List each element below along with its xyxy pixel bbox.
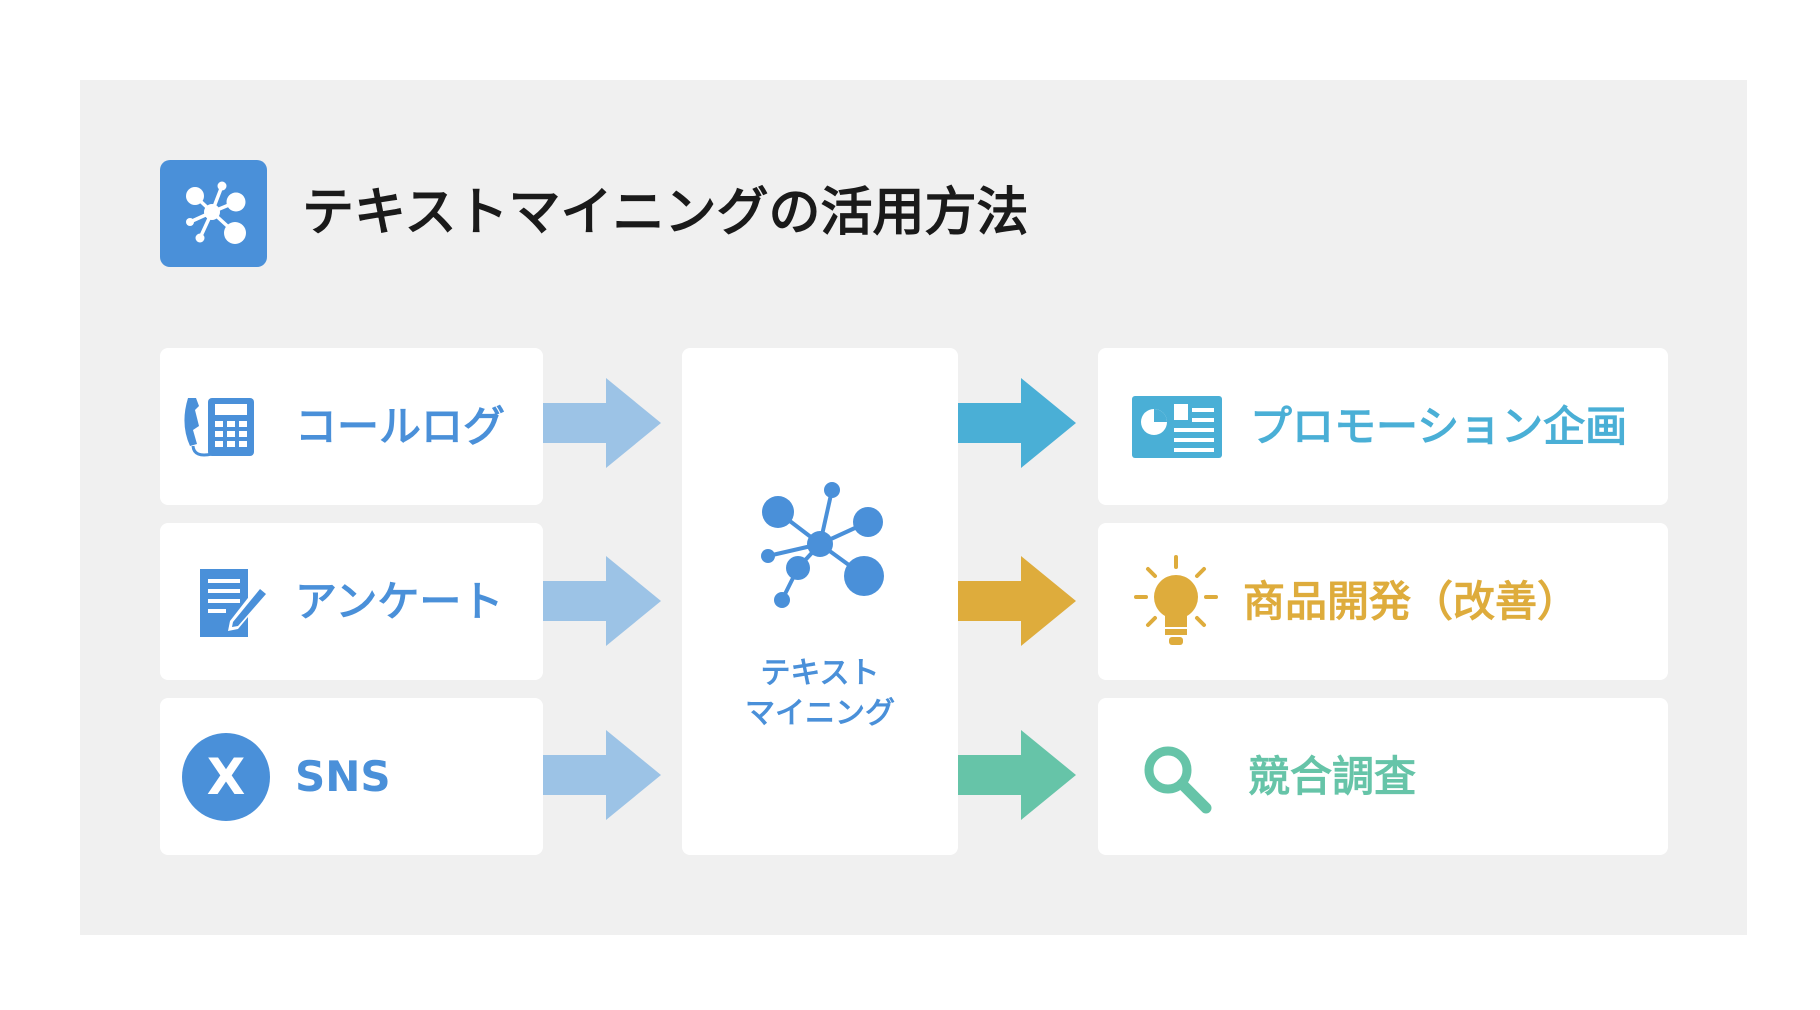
survey-pen-icon [196, 565, 272, 645]
presentation-board-icon [1130, 394, 1224, 464]
output-label-product-dev: 商品開発（改善） [1243, 577, 1580, 626]
source-label-call-log: コールログ [295, 402, 506, 451]
arrow-survey-to-center [543, 556, 661, 646]
output-card-product-dev: 商品開発（改善） [1098, 523, 1668, 680]
x-logo-letter: X [206, 748, 246, 806]
page-title: テキストマイニングの活用方法 [302, 183, 1029, 243]
phone-calculator-icon [182, 394, 262, 464]
source-label-sns: SNS [295, 752, 391, 801]
output-card-promotion: プロモーション企画 [1098, 348, 1668, 505]
output-label-promotion: プロモーション企画 [1250, 402, 1628, 451]
text-mining-center-card: テキスト マイニング [682, 348, 958, 855]
source-card-call-log: コールログ [160, 348, 543, 505]
source-label-survey: アンケート [295, 577, 504, 626]
output-label-competitor: 競合調査 [1248, 752, 1417, 801]
arrow-center-to-promotion [958, 378, 1076, 468]
arrow-sns-to-center [543, 730, 661, 820]
source-card-sns: X SNS [160, 698, 543, 855]
x-logo-icon: X [182, 733, 270, 821]
network-logo-icon [160, 160, 267, 267]
center-label-line2: マイニング [745, 696, 895, 731]
network-nodes-icon [761, 482, 884, 608]
output-card-competitor: 競合調査 [1098, 698, 1668, 855]
arrow-center-to-competitor [958, 730, 1076, 820]
lightbulb-icon [1134, 553, 1218, 657]
arrow-center-to-product-dev [958, 556, 1076, 646]
magnifier-icon [1140, 742, 1214, 820]
arrow-call-log-to-center [543, 378, 661, 468]
source-card-survey: アンケート [160, 523, 543, 680]
center-label-line1: テキスト [760, 656, 880, 691]
